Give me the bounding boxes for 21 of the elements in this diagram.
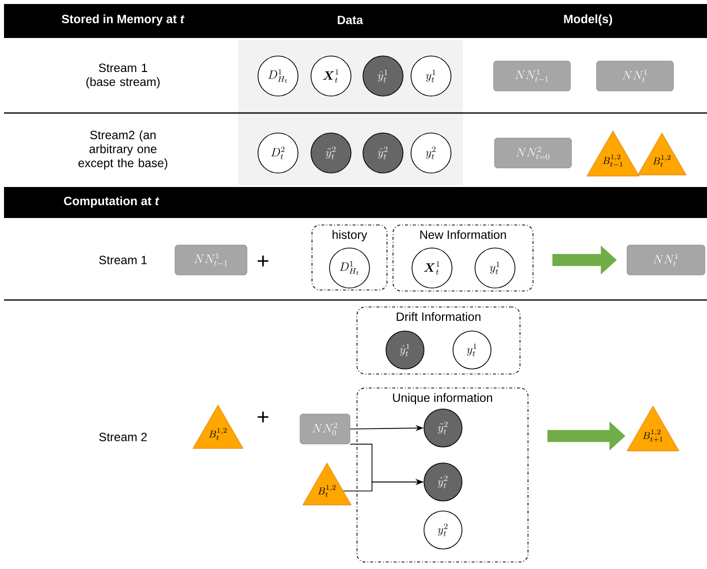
header-text: Data: [338, 16, 364, 24]
triangle-model: $B^{1,2}_{t}$: [192, 404, 244, 449]
model-box: $NN^{2}_{t=0}$: [494, 138, 572, 168]
header-text: Computation at t: [64, 196, 160, 208]
row-label: Stream2 (an arbitrary one except the base): [78, 130, 168, 170]
model-box: $NN^{1}_{t}$: [626, 244, 706, 276]
plus-sign: +: [258, 412, 268, 422]
header-text: Stored in Memory at t: [62, 14, 185, 26]
row-label: Stream 1: [99, 256, 147, 264]
triangle-model: $B^{1,2}_{t}$: [638, 132, 686, 176]
model-box: $NN^{2}_{0}$: [300, 414, 350, 444]
row-label: Stream 1 (base stream): [86, 64, 160, 88]
plus-sign: +: [258, 256, 268, 266]
model-box: $NN^{1}_{t}$: [596, 60, 674, 92]
model-box: $NN^{1}_{t-1}$: [174, 244, 248, 276]
triangle-model: $B^{1,2}_{t+1}$: [626, 406, 680, 452]
triangle-model: $B^{1,2}_{t-1}$: [586, 130, 640, 176]
header-text: Model(s): [564, 14, 612, 26]
model-box: $NN^{1}_{t-1}$: [493, 60, 571, 92]
triangle-model: $B^{1,2}_{t}$: [302, 462, 352, 506]
row-label: Stream 2: [99, 432, 147, 442]
